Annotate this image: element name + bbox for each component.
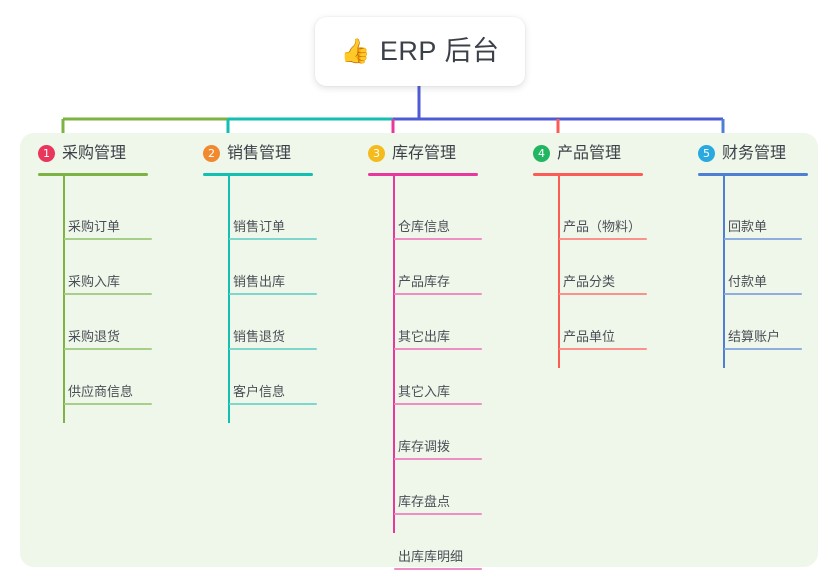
menu-item-label: 结算账户: [728, 329, 781, 344]
diagram-panel: 1 采购管理采购订单采购入库采购退货供应商信息 2 销售管理销售订单销售出库销售退货客…: [20, 133, 818, 570]
menu-item-rule: [64, 348, 152, 350]
column-header-5[interactable]: 5 财务管理: [698, 145, 786, 162]
menu-item-rule: [394, 238, 482, 240]
menu-item-rule: [64, 403, 152, 405]
column-badge-2: 2: [203, 145, 220, 162]
menu-item[interactable]: 结算账户: [724, 303, 802, 350]
column-title-2: 销售管理: [227, 144, 292, 162]
menu-item-rule: [394, 513, 482, 515]
column-badge-5: 5: [698, 145, 715, 162]
column-header-rule-5: [698, 173, 808, 176]
menu-item-label: 销售退货: [233, 329, 286, 344]
root-node-label: ERP 后台: [379, 36, 500, 66]
menu-item[interactable]: 产品（物料）: [559, 193, 647, 240]
menu-item-rule: [229, 293, 317, 295]
menu-item-rule: [229, 348, 317, 350]
menu-item-rule: [559, 293, 647, 295]
menu-item-rule: [394, 458, 482, 460]
menu-item-label: 库存盘点: [398, 494, 451, 509]
menu-item[interactable]: 回款单: [724, 193, 802, 240]
menu-item[interactable]: 供应商信息: [64, 358, 152, 405]
menu-item[interactable]: 库存调拨: [394, 413, 482, 460]
column-trunk-3: [393, 175, 395, 533]
menu-item-label: 产品分类: [563, 274, 616, 289]
column-badge-1: 1: [38, 145, 55, 162]
menu-item-rule: [559, 238, 647, 240]
menu-item[interactable]: 销售退货: [229, 303, 317, 350]
column-header-1[interactable]: 1 采购管理: [38, 145, 126, 162]
menu-item-label: 客户信息: [233, 384, 286, 399]
menu-item-rule: [229, 238, 317, 240]
menu-item[interactable]: 仓库信息: [394, 193, 482, 240]
column-trunk-1: [63, 175, 65, 423]
menu-item-label: 供应商信息: [68, 384, 134, 399]
menu-item[interactable]: 产品单位: [559, 303, 647, 350]
menu-item-rule: [394, 403, 482, 405]
menu-item-rule: [64, 238, 152, 240]
menu-item-label: 其它出库: [398, 329, 451, 344]
menu-item[interactable]: 采购订单: [64, 193, 152, 240]
menu-item[interactable]: 库存盘点: [394, 468, 482, 515]
menu-item-rule: [724, 293, 802, 295]
column-header-rule-4: [533, 173, 643, 176]
menu-item-label: 库存调拨: [398, 439, 451, 454]
menu-item-rule: [724, 238, 802, 240]
menu-item-label: 出库库明细: [398, 549, 464, 564]
column-header-rule-3: [368, 173, 478, 176]
menu-item-rule: [394, 348, 482, 350]
menu-item[interactable]: 销售订单: [229, 193, 317, 240]
menu-item[interactable]: 产品分类: [559, 248, 647, 295]
menu-item[interactable]: 销售出库: [229, 248, 317, 295]
menu-item-rule: [64, 293, 152, 295]
menu-item-rule: [394, 568, 482, 570]
menu-item-label: 采购订单: [68, 219, 121, 234]
menu-item[interactable]: 付款单: [724, 248, 802, 295]
column-title-3: 库存管理: [392, 144, 457, 162]
menu-item-rule: [229, 403, 317, 405]
menu-item-label: 产品库存: [398, 274, 451, 289]
column-header-3[interactable]: 3 库存管理: [368, 145, 456, 162]
menu-item-label: 销售出库: [233, 274, 286, 289]
menu-item-label: 产品（物料）: [563, 219, 642, 234]
menu-item-label: 采购入库: [68, 274, 121, 289]
menu-item-rule: [724, 348, 802, 350]
menu-item-label: 仓库信息: [398, 219, 451, 234]
menu-item[interactable]: 出库库明细: [394, 523, 482, 570]
menu-item[interactable]: 其它入库: [394, 358, 482, 405]
menu-item-rule: [559, 348, 647, 350]
menu-item-label: 采购退货: [68, 329, 121, 344]
menu-item[interactable]: 其它出库: [394, 303, 482, 350]
menu-item-label: 销售订单: [233, 219, 286, 234]
column-badge-4: 4: [533, 145, 550, 162]
menu-item[interactable]: 产品库存: [394, 248, 482, 295]
column-header-4[interactable]: 4 产品管理: [533, 145, 621, 162]
column-trunk-5: [723, 175, 725, 368]
menu-item-label: 其它入库: [398, 384, 451, 399]
menu-item[interactable]: 采购退货: [64, 303, 152, 350]
menu-item-label: 产品单位: [563, 329, 616, 344]
column-header-rule-2: [203, 173, 313, 176]
menu-item[interactable]: 采购入库: [64, 248, 152, 295]
column-title-5: 财务管理: [722, 144, 787, 162]
menu-item-label: 回款单: [728, 219, 768, 234]
menu-item-label: 付款单: [728, 274, 768, 289]
column-trunk-2: [228, 175, 230, 423]
root-node-title: 👍 ERP 后台: [341, 38, 500, 65]
column-trunk-4: [558, 175, 560, 368]
column-title-4: 产品管理: [557, 144, 622, 162]
column-header-rule-1: [38, 173, 148, 176]
menu-item-rule: [394, 293, 482, 295]
column-header-2[interactable]: 2 销售管理: [203, 145, 291, 162]
menu-item[interactable]: 客户信息: [229, 358, 317, 405]
column-title-1: 采购管理: [62, 144, 127, 162]
thumbs-up-icon: 👍: [340, 37, 371, 65]
column-badge-3: 3: [368, 145, 385, 162]
root-node-card[interactable]: 👍 ERP 后台: [315, 17, 525, 86]
